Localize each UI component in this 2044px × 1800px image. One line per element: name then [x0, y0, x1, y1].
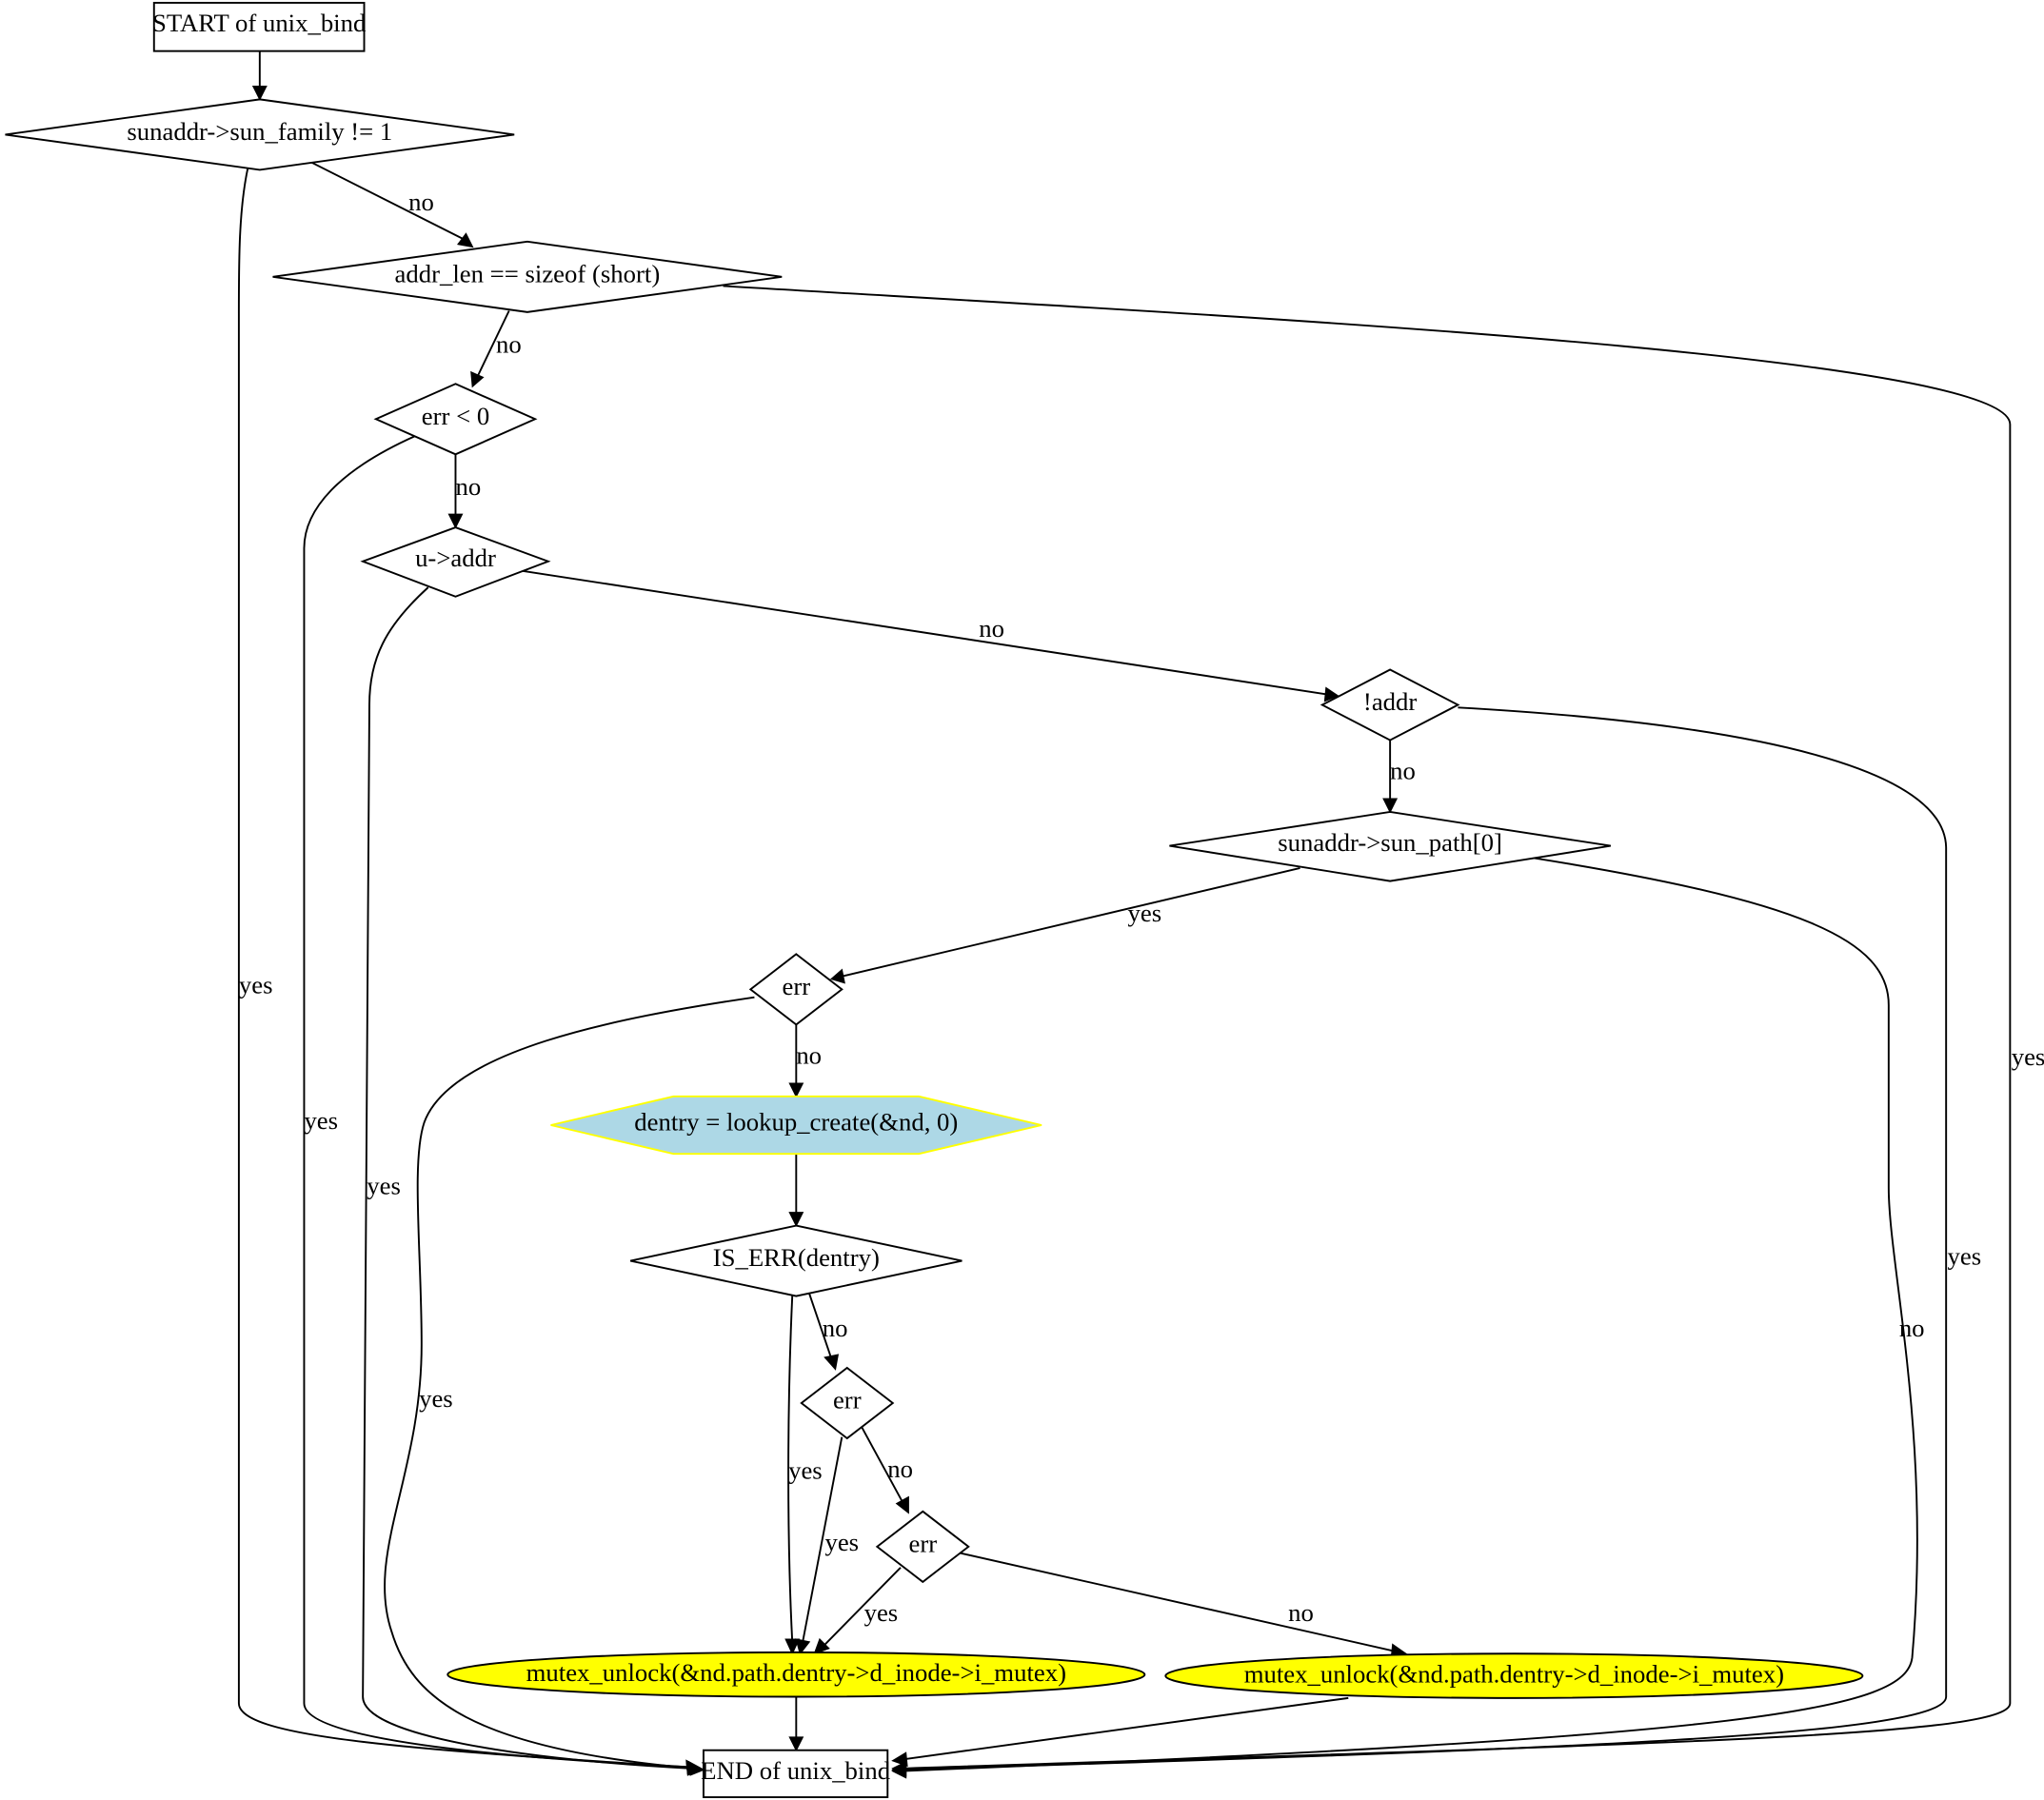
edge-not-addr-no: no: [1382, 740, 1416, 814]
edge-label: yes: [367, 1172, 401, 1200]
edge-label: no: [887, 1454, 913, 1483]
final-err-label: err: [908, 1529, 937, 1557]
edge-err-check-no: no: [447, 454, 481, 529]
lookup-create-label: dentry = lookup_create(&nd, 0): [634, 1107, 958, 1136]
mutex-unlock-left-label: mutex_unlock(&nd.path.dentry->d_inode->i…: [526, 1658, 1066, 1687]
edge-label: no: [979, 614, 1004, 643]
edge-label: no: [1390, 757, 1416, 785]
edge-lookup-to-is-err: [788, 1154, 804, 1228]
err-after-lookup-decision: err: [800, 1366, 895, 1440]
edge-label: no: [823, 1314, 848, 1342]
edge-start-to-family-check: [251, 50, 268, 101]
err-check-label: err < 0: [422, 402, 489, 430]
edge-err-after-lookup-yes: yes: [795, 1436, 859, 1655]
edge-label: yes: [1948, 1242, 1982, 1271]
start-node: START of unix_bind: [152, 1, 367, 52]
edge-label: no: [408, 188, 434, 216]
edge-unlock-no-to-end: [891, 1696, 1349, 1768]
edge-label: no: [796, 1041, 822, 1070]
addr-len-label: addr_len == sizeof (short): [395, 259, 661, 287]
edge-label: yes: [304, 1106, 338, 1135]
edge-is-err-no: no: [808, 1293, 848, 1371]
is-err-label: IS_ERR(dentry): [713, 1243, 880, 1272]
edge-err-check-yes: yes: [303, 435, 703, 1775]
end-node-label: END of unix_bind: [701, 1756, 891, 1785]
u-addr-decision: u->addr: [360, 526, 551, 598]
edge-label: yes: [788, 1456, 823, 1485]
edge-unlock-to-end: [788, 1695, 804, 1752]
edges: no yes no yes no yes: [237, 50, 2044, 1779]
edge-is-err-yes: yes: [784, 1296, 823, 1655]
err-after-lookup-label: err: [833, 1386, 862, 1414]
sun-path-decision: sunaddr->sun_path[0]: [1169, 810, 1611, 882]
not-addr-decision: !addr: [1320, 668, 1460, 742]
edge-sun-path-yes: yes: [829, 866, 1300, 984]
start-node-label: START of unix_bind: [152, 9, 367, 37]
edge-err-before-lookup-yes: yes: [384, 996, 755, 1776]
addr-len-decision: addr_len == sizeof (short): [272, 240, 783, 313]
edge-err-before-lookup-no: no: [788, 1024, 822, 1098]
not-addr-label: !addr: [1363, 687, 1417, 716]
family-check-label: sunaddr->sun_family != 1: [127, 117, 392, 146]
edge-label: yes: [239, 971, 273, 999]
edge-label: yes: [1128, 899, 1162, 927]
lookup-create-process: dentry = lookup_create(&nd, 0): [550, 1095, 1042, 1156]
family-check-decision: sunaddr->sun_family != 1: [5, 98, 515, 171]
edge-final-err-no: no: [960, 1552, 1408, 1659]
edge-label: no: [1899, 1314, 1925, 1342]
edge-final-err-yes: yes: [813, 1567, 902, 1655]
u-addr-label: u->addr: [415, 544, 496, 572]
end-node: END of unix_bind: [701, 1749, 891, 1799]
is-err-decision: IS_ERR(dentry): [629, 1224, 962, 1297]
edge-label: yes: [2012, 1042, 2044, 1071]
mutex-unlock-left: mutex_unlock(&nd.path.dentry->d_inode->i…: [447, 1651, 1146, 1698]
edge-label: no: [1288, 1598, 1314, 1627]
edge-u-addr-yes: yes: [362, 586, 703, 1776]
mutex-unlock-right-label: mutex_unlock(&nd.path.dentry->d_inode->i…: [1244, 1659, 1784, 1688]
sun-path-label: sunaddr->sun_path[0]: [1278, 828, 1502, 857]
final-err-decision: err: [875, 1510, 970, 1584]
edge-err-after-lookup-no: no: [861, 1426, 913, 1514]
nodes: START of unix_bind sunaddr->sun_family !…: [5, 1, 1864, 1799]
edge-sun-path-no: no: [891, 856, 1925, 1779]
edge-family-check-no: no: [309, 161, 474, 248]
edge-label: yes: [419, 1384, 453, 1413]
edge-label: no: [455, 472, 481, 501]
mutex-unlock-right: mutex_unlock(&nd.path.dentry->d_inode->i…: [1164, 1652, 1864, 1699]
err-check-decision: err < 0: [373, 383, 538, 456]
err-before-lookup-decision: err: [748, 953, 843, 1026]
edge-label: yes: [824, 1528, 859, 1556]
edge-label: yes: [864, 1598, 899, 1627]
err-before-lookup-label: err: [782, 972, 810, 1000]
edge-addr-len-no: no: [470, 310, 522, 388]
edge-u-addr-no: no: [519, 569, 1340, 702]
edge-label: no: [496, 329, 522, 358]
